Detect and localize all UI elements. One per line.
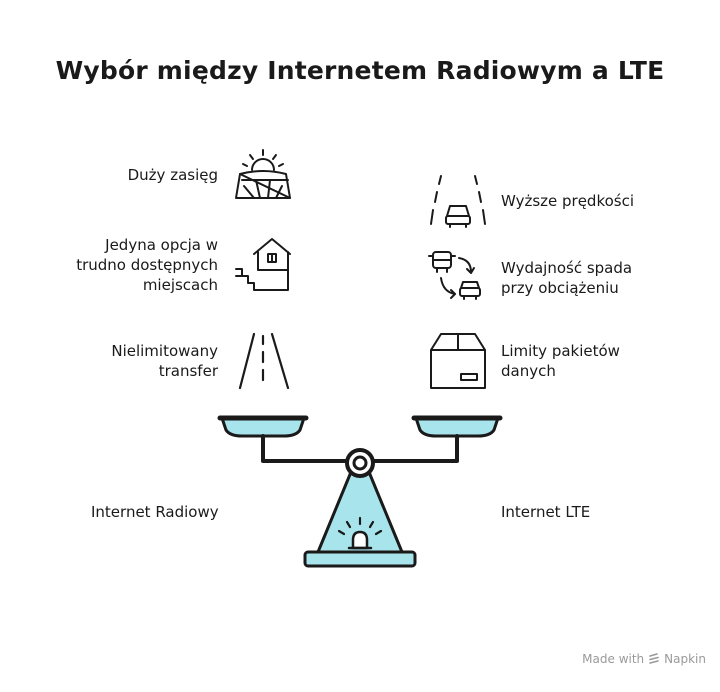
car-on-road-icon [430, 175, 486, 228]
left-pan [220, 416, 306, 438]
right-pan [414, 416, 500, 438]
napkin-logo-icon [649, 653, 659, 664]
side-name-radio: Internet Radiowy [91, 503, 219, 521]
feature-label-performance-drops: Wydajność spada przy obciążeniu [501, 259, 633, 297]
page-title: Wybór między Internetem Radiowym a LTE [55, 56, 665, 85]
package-box-icon [430, 333, 486, 389]
footer-made-with: Made with [582, 652, 645, 666]
feature-label-higher-speeds: Wyższe prędkości [501, 192, 635, 210]
footer-watermark: Made with Napkin [582, 652, 706, 666]
side-name-lte: Internet LTE [501, 503, 591, 521]
open-road-icon [238, 332, 290, 390]
feature-label-unlimited-transfer: Nielimitowany transfer [111, 342, 218, 380]
feature-label-data-limits: Limity pakietów danych [501, 342, 620, 380]
house-on-stairs-icon [235, 238, 291, 291]
feature-label-large-range: Duży zasięg [127, 166, 218, 184]
footer-brand: Napkin [664, 652, 706, 666]
feature-label-only-option: Jedyna opcja w trudno dostępnych miejsca… [76, 236, 218, 294]
sunrise-field-icon [235, 149, 291, 199]
bus-car-swap-icon [428, 251, 481, 300]
